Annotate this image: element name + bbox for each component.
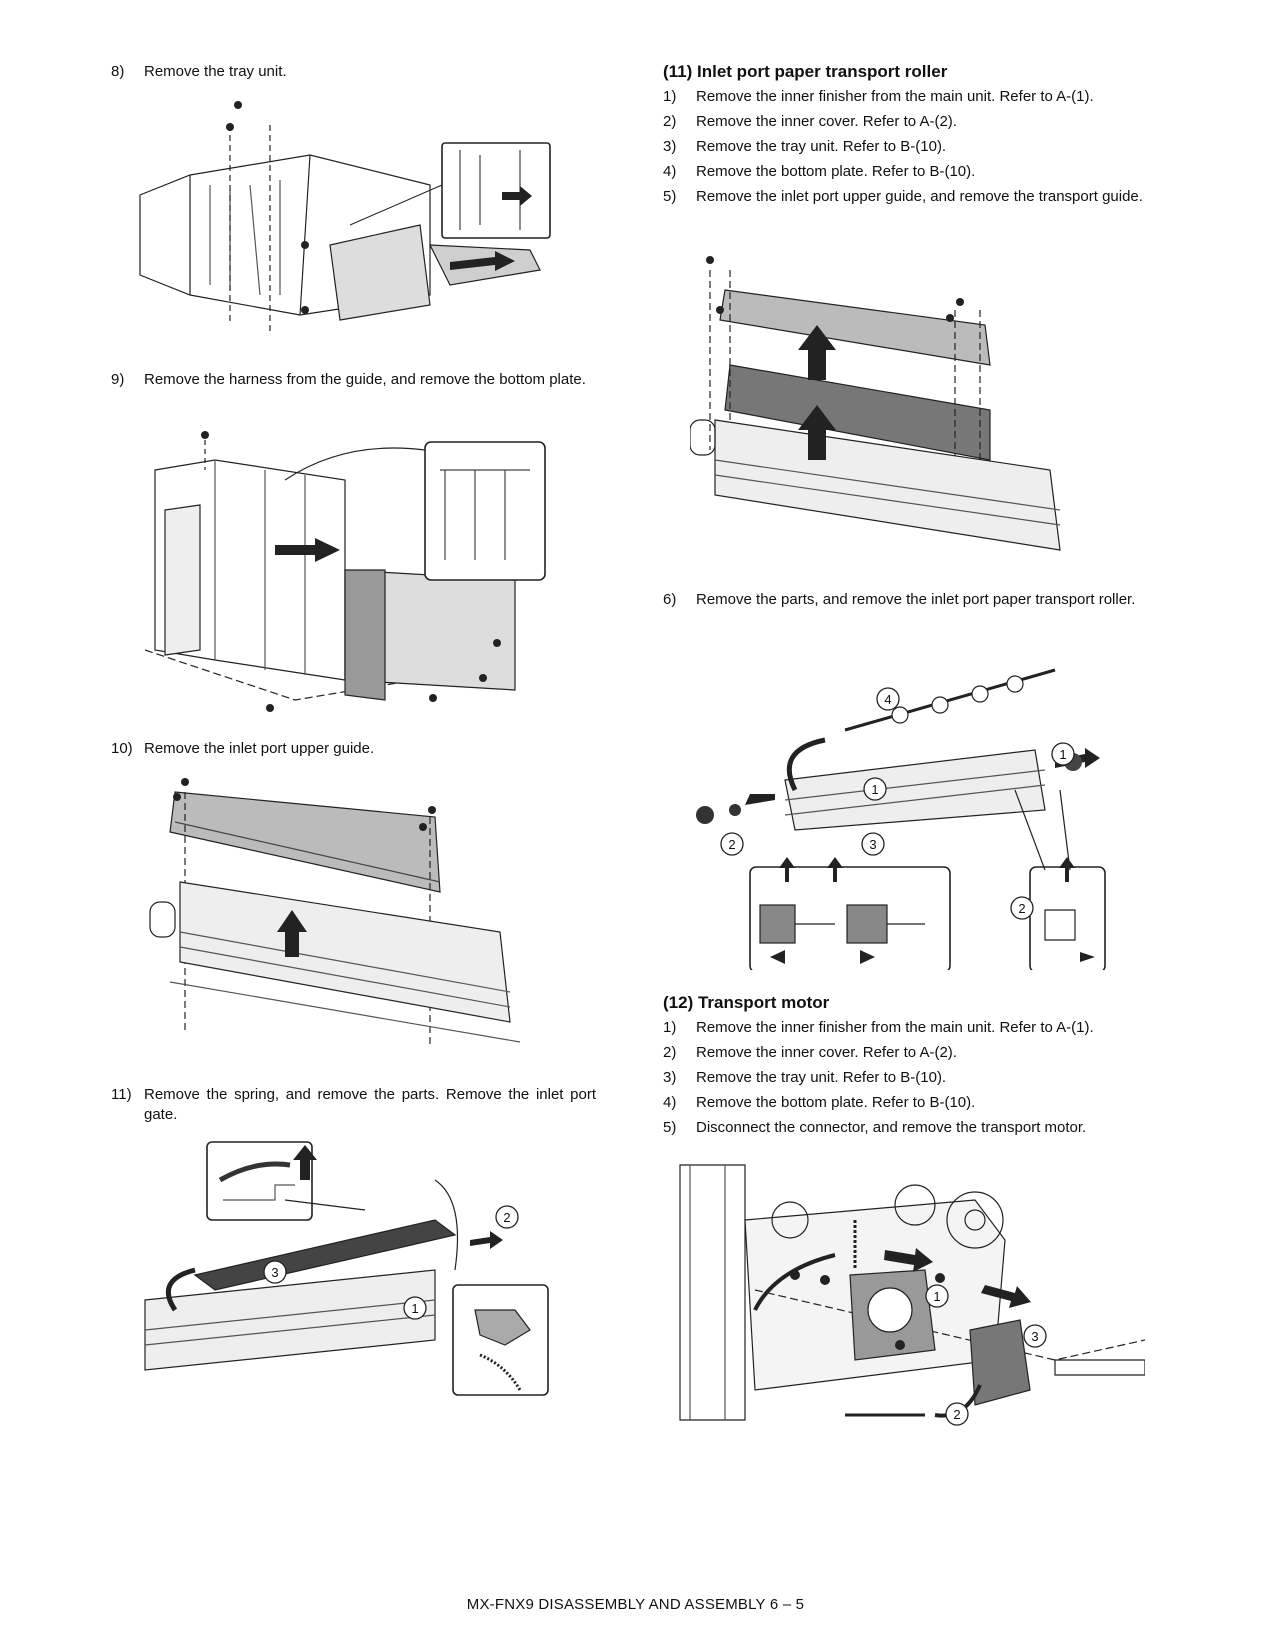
s12-step-2: 2) Remove the inner cover. Refer to A-(2… [663,1043,1153,1063]
step-11: 11) Remove the spring, and remove the pa… [111,1085,596,1127]
step-text: Remove the inlet port upper guide, and r… [696,188,1143,205]
step-text: Remove the bottom plate. Refer to B-(10)… [696,163,976,180]
step-number: 2) [663,113,677,130]
step-text: Remove the inner cover. Refer to A-(2). [696,1044,957,1061]
s11-step-4: 4) Remove the bottom plate. Refer to B-(… [663,162,1153,182]
callout-3: 3 [1031,1329,1038,1344]
s11-step-1: 1) Remove the inner finisher from the ma… [663,87,1153,107]
callout-1b: 1 [1059,747,1066,762]
step-text: Remove the harness from the guide, and r… [144,371,586,388]
step-number: 2) [663,1044,677,1061]
figure-transport-motor: 1 3 2 [675,1160,1145,1435]
step-number: 1) [663,88,677,105]
figure-tray-unit [130,95,560,350]
step-text: Remove the inlet port upper guide. [144,740,375,757]
callout-1a: 1 [871,782,878,797]
callout-3: 3 [869,837,876,852]
step-8: 8) Remove the tray unit. [111,62,596,82]
step-number: 10) [111,740,133,757]
section-12-heading: (12) Transport motor [663,993,830,1012]
step-text: Remove the inner cover. Refer to A-(2). [696,113,957,130]
step-text: Remove the spring, and remove the parts.… [144,1086,596,1123]
s12-step-5: 5) Disconnect the connector, and remove … [663,1118,1153,1138]
step-number: 4) [663,1094,677,1111]
callout-2: 2 [953,1407,960,1422]
step-number: 11) [111,1086,132,1103]
step-number: 3) [663,138,677,155]
s11-step-6: 6) Remove the parts, and remove the inle… [663,590,1153,632]
step-number: 6) [663,591,677,608]
callout-2b: 2 [1018,901,1025,916]
step-number: 1) [663,1019,677,1036]
s11-step-5: 5) Remove the inlet port upper guide, an… [663,187,1153,229]
figure-transport-roller: 4 1 1 2 3 2 [675,650,1145,970]
callout-1: 1 [933,1289,940,1304]
callout-2a: 2 [728,837,735,852]
callout-3: 3 [271,1265,278,1280]
step-10: 10) Remove the inlet port upper guide. [111,739,596,759]
s11-step-3: 3) Remove the tray unit. Refer to B-(10)… [663,137,1153,157]
figure-transport-guide [690,250,1110,570]
s11-step-2: 2) Remove the inner cover. Refer to A-(2… [663,112,1153,132]
s12-step-1: 1) Remove the inner finisher from the ma… [663,1018,1153,1038]
step-number: 3) [663,1069,677,1086]
step-number: 8) [111,63,125,80]
step-text: Remove the tray unit. Refer to B-(10). [696,138,947,155]
callout-2: 2 [503,1210,510,1225]
step-text: Remove the bottom plate. Refer to B-(10)… [696,1094,976,1111]
callout-1: 1 [411,1301,418,1316]
section-11-heading: (11) Inlet port paper transport roller [663,62,948,81]
step-number: 4) [663,163,677,180]
step-number: 5) [663,1119,677,1136]
step-9: 9) Remove the harness from the guide, an… [111,370,596,412]
step-text: Remove the tray unit. Refer to B-(10). [696,1069,947,1086]
s12-step-3: 3) Remove the tray unit. Refer to B-(10)… [663,1068,1153,1088]
s12-step-4: 4) Remove the bottom plate. Refer to B-(… [663,1093,1153,1113]
figure-inlet-upper-guide [140,772,550,1067]
step-text: Remove the inner finisher from the main … [696,1019,1094,1036]
step-number: 9) [111,371,125,388]
callout-4: 4 [884,692,891,707]
figure-bottom-plate [145,430,565,720]
step-text: Disconnect the connector, and remove the… [696,1119,1087,1136]
page-footer: MX-FNX9 DISASSEMBLY AND ASSEMBLY 6 – 5 [466,1596,805,1613]
step-text: Remove the parts, and remove the inlet p… [696,591,1136,608]
step-text: Remove the tray unit. [144,63,287,80]
step-text: Remove the inner finisher from the main … [696,88,1094,105]
figure-inlet-port-gate: 2 3 1 [135,1140,570,1405]
step-number: 5) [663,188,677,205]
